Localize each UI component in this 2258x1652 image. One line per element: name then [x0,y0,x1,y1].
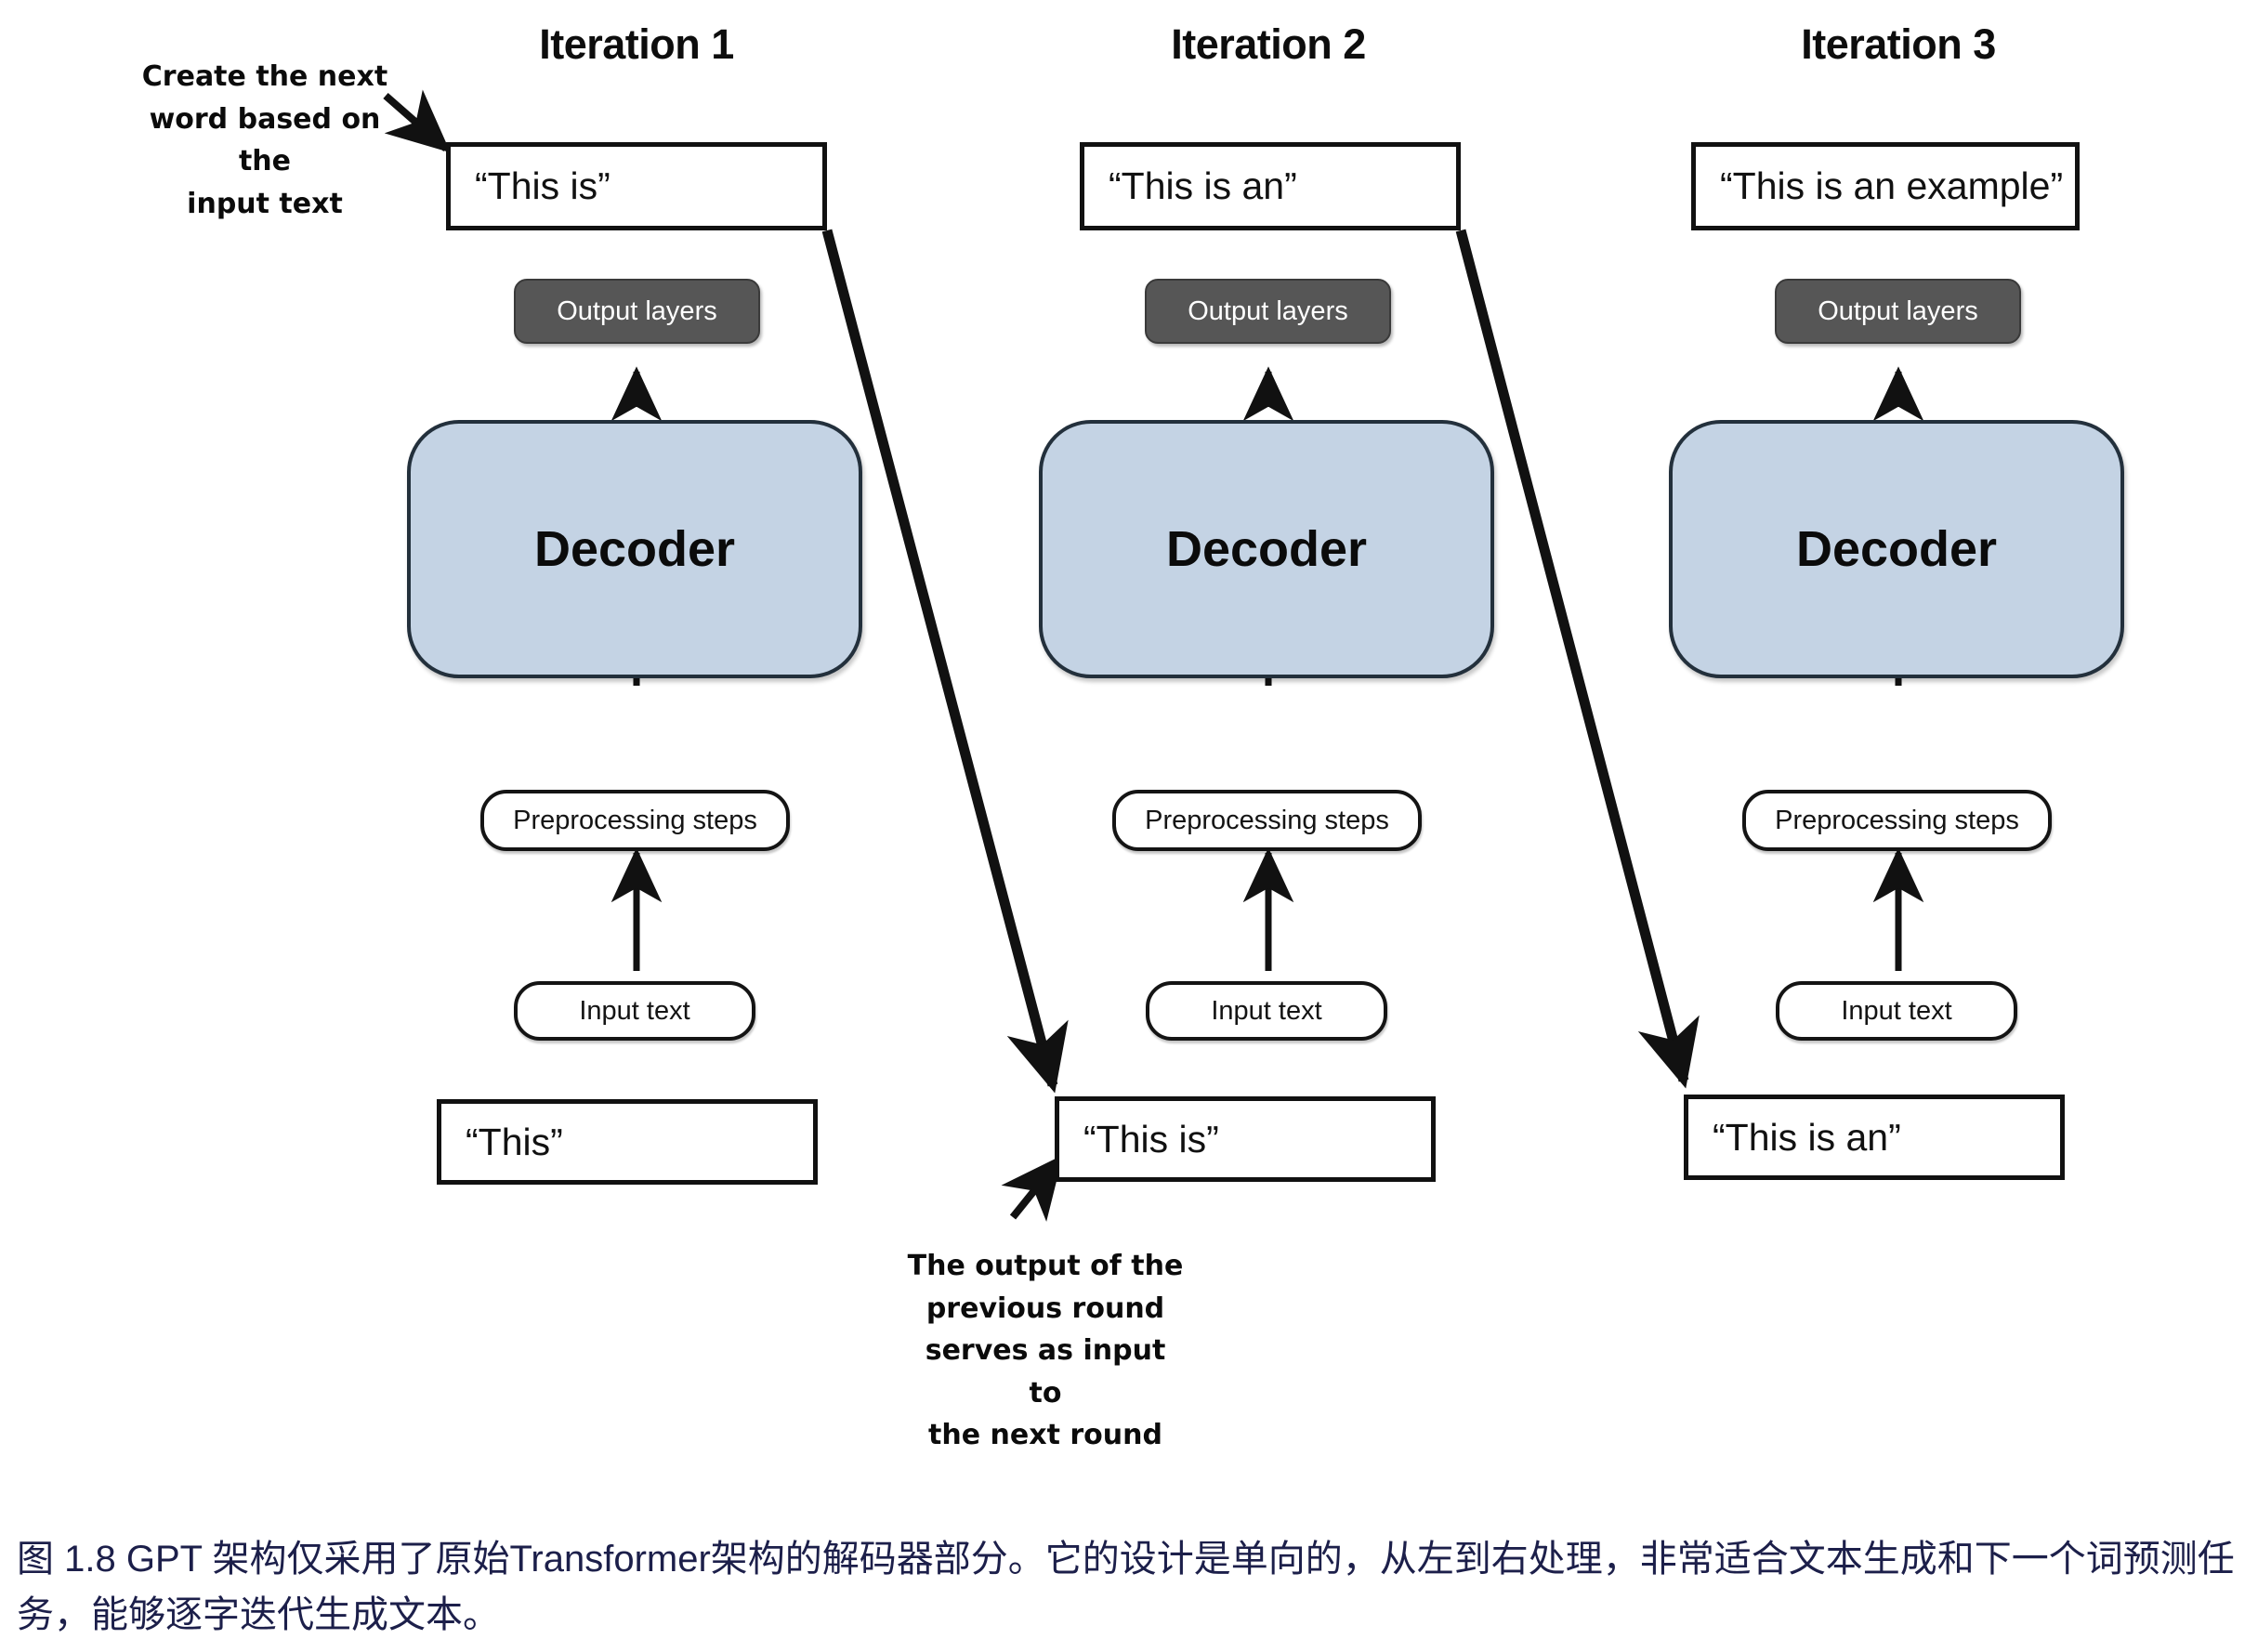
input-sequence-box-iteration-1: “This” [437,1099,818,1185]
annotation-line-3: input text [187,187,343,220]
decoder-box-iteration-3: Decoder [1669,420,2124,678]
preprocessing-box-iteration-1: Preprocessing steps [480,790,790,851]
annotation-line-1: Create the next [141,60,388,93]
annotation-output-serves-as-input: The output of the previous round serves … [906,1245,1185,1457]
annotation-bottom-line-4: the next round [928,1419,1162,1452]
output-text-box-iteration-1: “This is” [446,142,827,230]
figure-caption: 图 1.8 GPT 架构仅采用了原始Transformer架构的解码器部分。它的… [17,1539,2235,1635]
output-layers-box-iteration-3: Output layers [1775,279,2021,344]
arrow-bottom-annotation [1001,1155,1064,1222]
column-title-iteration-3: Iteration 3 [1801,20,1996,68]
decoder-box-iteration-1: Decoder [407,420,862,678]
input-text-box-iteration-1: Input text [514,981,755,1041]
preprocessing-box-iteration-2: Preprocessing steps [1112,790,1422,851]
output-layers-box-iteration-2: Output layers [1145,279,1391,344]
output-layers-box-iteration-1: Output layers [514,279,760,344]
preprocessing-box-iteration-3: Preprocessing steps [1742,790,2052,851]
output-text-box-iteration-2: “This is an” [1080,142,1461,230]
annotation-bottom-line-2: previous round [926,1291,1165,1325]
input-text-box-iteration-2: Input text [1146,981,1387,1041]
column-title-iteration-2: Iteration 2 [1171,20,1366,68]
input-sequence-box-iteration-3: “This is an” [1684,1095,2065,1180]
annotation-bottom-line-1: The output of the [907,1250,1184,1282]
input-text-box-iteration-3: Input text [1776,981,2017,1041]
connector-iteration1-to-iteration2 [821,229,1069,1094]
annotation-bottom-line-3: serves as input to [925,1334,1166,1409]
column-title-iteration-1: Iteration 1 [539,20,734,68]
connector-iteration2-to-iteration3 [1455,229,1700,1089]
annotation-line-2: word based on the [149,102,381,178]
output-text-box-iteration-3: “This is an example” [1691,142,2080,230]
annotation-create-next-word: Create the next word based on the input … [130,56,400,225]
input-sequence-box-iteration-2: “This is” [1055,1096,1436,1182]
decoder-box-iteration-2: Decoder [1039,420,1494,678]
